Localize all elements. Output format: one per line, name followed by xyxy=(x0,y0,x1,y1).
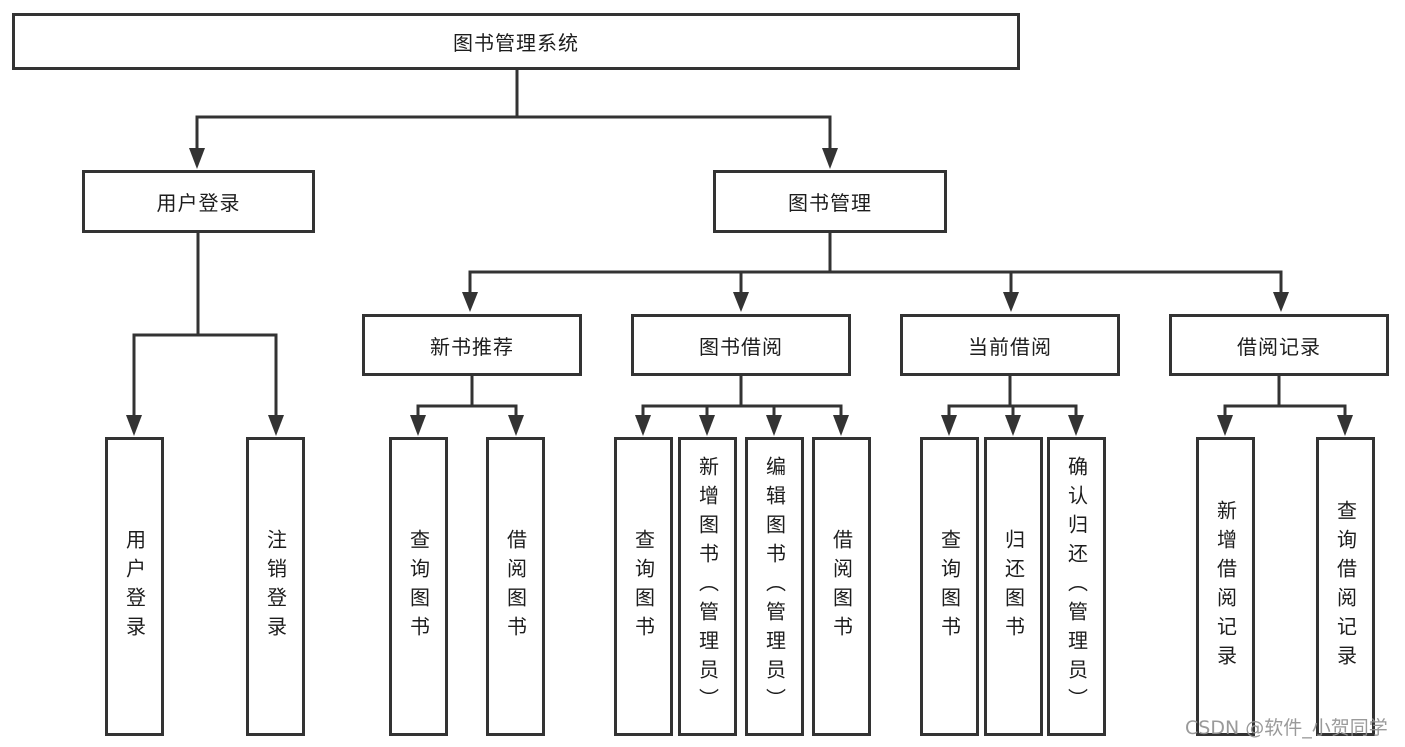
node-add-books-admin: 新增图书（管理员） xyxy=(678,437,737,736)
node-return-books: 归还图书 xyxy=(984,437,1043,736)
edge-user-login-branch xyxy=(126,233,284,436)
node-query-borrow-record: 查询借阅记录 xyxy=(1316,437,1375,736)
node-new-book-recommend: 新书推荐 xyxy=(362,314,582,376)
node-confirm-return-admin: 确认归还（管理员） xyxy=(1047,437,1106,736)
node-book-borrow: 图书借阅 xyxy=(631,314,851,376)
node-label: 用户登录 xyxy=(122,528,147,645)
node-borrow-records: 借阅记录 xyxy=(1169,314,1389,376)
node-borrow-books-recommend: 借阅图书 xyxy=(486,437,545,736)
node-current-borrow: 当前借阅 xyxy=(900,314,1120,376)
edge-borrow-records-branch xyxy=(1217,376,1353,436)
node-label: 借阅记录 xyxy=(1237,334,1321,359)
node-label: 借阅图书 xyxy=(503,528,528,645)
node-user-login-leaf: 用户登录 xyxy=(105,437,164,736)
edge-book-borrow-branch xyxy=(635,376,849,436)
node-label: 图书管理系统 xyxy=(453,31,579,55)
node-label: 新增图书（管理员） xyxy=(695,456,720,717)
csdn-watermark: CSDN @软件_小贺同学 xyxy=(1185,717,1388,739)
edge-root-to-level2 xyxy=(189,70,838,169)
node-book-management: 图书管理 xyxy=(713,170,947,233)
edge-new-book-recommend-branch xyxy=(410,376,524,436)
edge-book-management-branch xyxy=(462,233,1289,312)
node-label: 查询图书 xyxy=(406,528,431,645)
node-label: 用户登录 xyxy=(156,191,241,215)
node-label: 图书借阅 xyxy=(699,334,783,359)
node-book-management-system: 图书管理系统 xyxy=(12,13,1020,70)
node-label: 查询图书 xyxy=(937,528,962,645)
node-query-books-current: 查询图书 xyxy=(920,437,979,736)
node-borrow-books-leaf: 借阅图书 xyxy=(812,437,871,736)
node-label: 借阅图书 xyxy=(829,528,854,645)
node-label: 归还图书 xyxy=(1001,528,1026,645)
node-label: 查询图书 xyxy=(631,528,656,645)
node-add-borrow-record: 新增借阅记录 xyxy=(1196,437,1255,736)
node-label: 当前借阅 xyxy=(968,334,1052,359)
node-user-login: 用户登录 xyxy=(82,170,315,233)
node-label: 新书推荐 xyxy=(430,334,514,359)
node-label: 编辑图书（管理员） xyxy=(762,456,787,717)
node-query-books-borrow: 查询图书 xyxy=(614,437,673,736)
edge-current-borrow-branch xyxy=(941,376,1084,436)
node-label: 确认归还（管理员） xyxy=(1064,456,1089,717)
node-label: 图书管理 xyxy=(788,191,872,215)
node-edit-books-admin: 编辑图书（管理员） xyxy=(745,437,804,736)
node-logout: 注销登录 xyxy=(246,437,305,736)
node-query-books-recommend: 查询图书 xyxy=(389,437,448,736)
node-label: 注销登录 xyxy=(263,528,288,645)
node-label: 新增借阅记录 xyxy=(1213,499,1238,674)
node-label: 查询借阅记录 xyxy=(1333,499,1358,674)
